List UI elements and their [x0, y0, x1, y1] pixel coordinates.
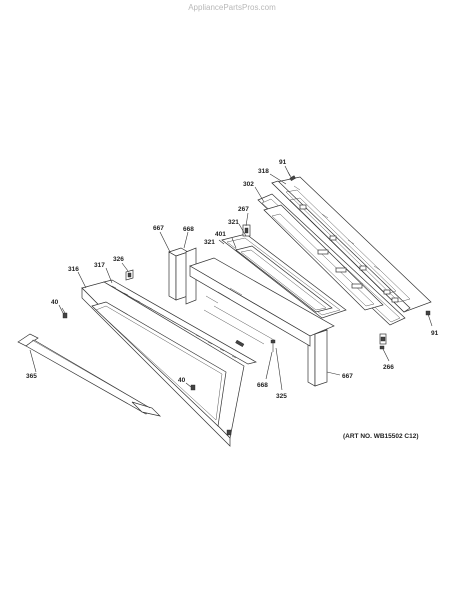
watermark: AppliancePartsPros.com	[188, 3, 276, 12]
callout-667-top: 667	[153, 225, 164, 232]
outer-door-panel	[81, 281, 245, 447]
screw-91-right	[425, 310, 431, 316]
callout-668-top: 668	[183, 226, 194, 233]
trim-clip	[125, 269, 134, 281]
door-liner-frame	[257, 193, 406, 326]
callout-266: 266	[383, 364, 394, 371]
callout-91-right: 91	[431, 330, 439, 337]
rear-door-panel	[271, 176, 432, 313]
callout-302: 302	[243, 181, 254, 188]
callout-321-lower: 321	[204, 239, 215, 246]
callout-267: 267	[238, 206, 249, 213]
screw-266	[379, 345, 385, 350]
callout-317: 317	[94, 262, 105, 269]
hinge-bracket-right	[379, 333, 387, 345]
screw-40-left	[61, 307, 68, 319]
callout-318: 318	[258, 168, 269, 175]
callout-326: 326	[113, 256, 124, 263]
screw-325	[270, 339, 276, 352]
callout-325: 325	[276, 393, 287, 400]
callout-668-bottom: 668	[257, 382, 268, 389]
screw-40-center	[190, 384, 196, 391]
callout-401: 401	[215, 231, 226, 238]
callout-316: 316	[68, 266, 79, 273]
callout-40-center: 40	[178, 377, 186, 384]
callout-labels: 91 318 302 267 321 401 321 668 667 326 3…	[26, 159, 439, 400]
door-handle	[17, 333, 162, 417]
callout-91-top: 91	[279, 159, 287, 166]
art-number: (ART NO. WB15502 C12)	[343, 433, 419, 440]
door-glass-gasket-frame	[221, 233, 347, 319]
callout-365: 365	[26, 373, 37, 380]
callout-667-bottom: 667	[342, 373, 353, 380]
callout-40-left: 40	[51, 299, 59, 306]
leader-lines	[29, 165, 433, 391]
insulation-block-top	[168, 247, 189, 301]
door-trim-strip	[103, 279, 257, 365]
door-inner-panel	[189, 257, 335, 348]
callout-321-upper: 321	[228, 219, 239, 226]
hinge-bracket-left	[242, 224, 251, 237]
